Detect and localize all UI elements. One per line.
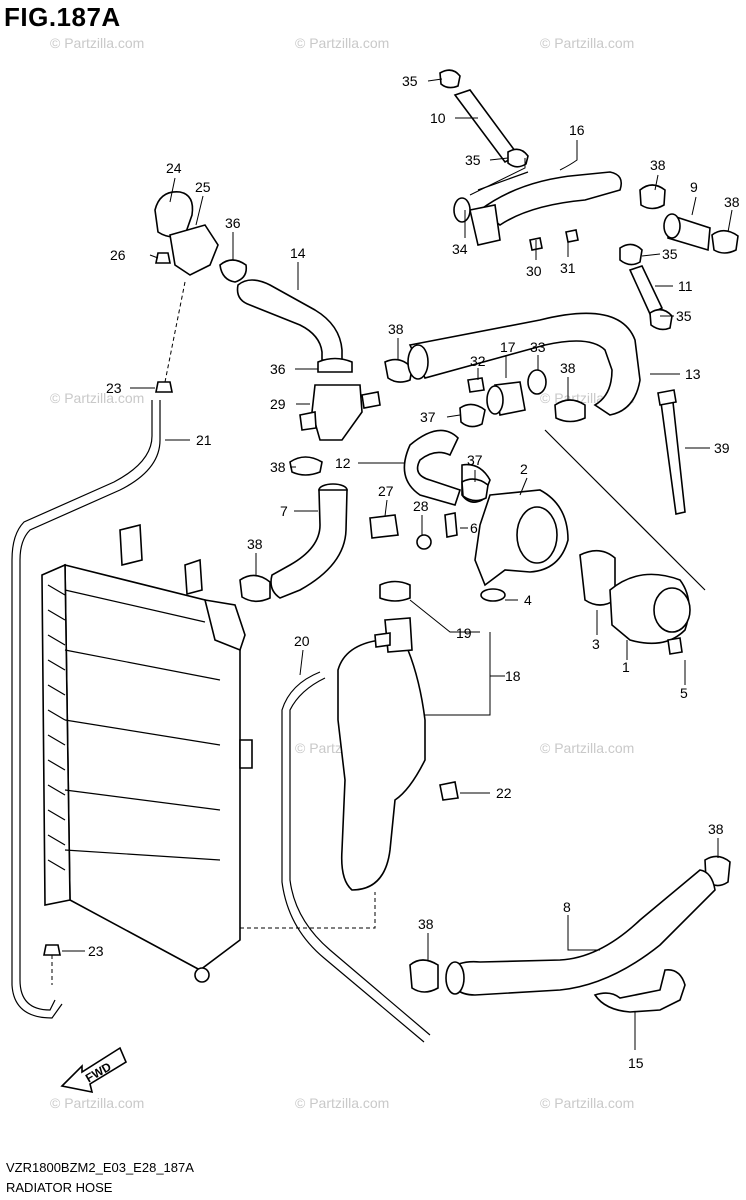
callout-38: 38: [270, 459, 286, 475]
watermark: © Partzilla.com: [540, 35, 635, 51]
upper-hoses: [439, 69, 711, 331]
callout-35: 35: [402, 73, 418, 89]
callout-17: 17: [500, 339, 516, 355]
thermostat-housing: [369, 369, 706, 655]
callout-23: 23: [88, 943, 104, 959]
callout-5: 5: [680, 685, 688, 701]
hose-13: [407, 312, 641, 416]
callout-19: 19: [456, 625, 472, 641]
callout-25: 25: [195, 179, 211, 195]
hose-14: [219, 259, 343, 361]
callout-11: 11: [678, 278, 693, 294]
callout-33: 33: [530, 339, 546, 355]
tie-39: [657, 389, 686, 515]
callout-20: 20: [294, 633, 310, 649]
watermark: © Partzilla.com: [540, 1095, 635, 1111]
radiator-cap-assembly: [149, 191, 219, 276]
callout-12: 12: [335, 455, 351, 471]
callout-22: 22: [496, 785, 512, 801]
callout-27: 27: [378, 483, 394, 499]
reservoir-tank: [240, 580, 459, 1043]
callout-8: 8: [563, 899, 571, 915]
diagram-code: VZR1800BZM2_E03_E28_187A: [6, 1160, 194, 1175]
hose-7: [270, 483, 348, 599]
callout-30: 30: [526, 263, 542, 279]
callout-37: 37: [467, 452, 483, 468]
callout-29: 29: [270, 396, 286, 412]
callout-31: 31: [560, 260, 576, 276]
callout-35: 35: [465, 152, 481, 168]
callout-6: 6: [470, 520, 478, 536]
watermark: © Partzilla.com: [540, 740, 635, 756]
callout-15: 15: [628, 1055, 644, 1071]
callout-24: 24: [166, 160, 182, 176]
watermark: © Partzilla.com: [50, 1095, 145, 1111]
callout-2: 2: [520, 461, 528, 477]
callout-38: 38: [247, 536, 263, 552]
callout-23: 23: [106, 380, 122, 396]
diagram-name: RADIATOR HOSE: [6, 1180, 113, 1195]
leader-lines: [62, 78, 733, 1050]
water-outlet-29: [299, 357, 413, 441]
callout-7: 7: [280, 503, 288, 519]
callout-37: 37: [420, 409, 436, 425]
watermark: © Partzilla.com: [295, 35, 390, 51]
callout-labels: 35 10 16 35 38 9 38 24 25 36 34 30 31 35…: [88, 73, 740, 1071]
callout-26: 26: [110, 247, 126, 263]
callout-35: 35: [662, 246, 678, 262]
figure-title: FIG.187A: [4, 2, 121, 32]
callout-36: 36: [270, 361, 286, 377]
hose-21: [11, 281, 186, 1019]
callout-39: 39: [714, 440, 730, 456]
callout-38: 38: [650, 157, 666, 173]
callout-35: 35: [676, 308, 692, 324]
callout-21: 21: [196, 432, 212, 448]
callout-1: 1: [622, 659, 630, 675]
callout-36: 36: [225, 215, 241, 231]
callout-16: 16: [569, 122, 585, 138]
callout-14: 14: [290, 245, 306, 261]
callout-38: 38: [560, 360, 576, 376]
watermark: © Partzilla.com: [50, 390, 145, 406]
callout-28: 28: [413, 498, 429, 514]
watermark: © Partzilla.com: [295, 1095, 390, 1111]
hose-12: [403, 429, 462, 506]
watermark: © Partzilla.com: [50, 35, 145, 51]
fwd-arrow: FWD: [60, 1046, 128, 1094]
callout-32: 32: [470, 353, 486, 369]
callout-38: 38: [418, 916, 434, 932]
callout-3: 3: [592, 636, 600, 652]
callout-34: 34: [452, 241, 468, 257]
callout-38: 38: [708, 821, 724, 837]
callout-9: 9: [690, 179, 698, 195]
callout-4: 4: [524, 592, 532, 608]
callout-10: 10: [430, 110, 446, 126]
callout-13: 13: [685, 366, 701, 382]
radiator-drawing: [41, 523, 253, 983]
callout-38: 38: [724, 194, 740, 210]
callout-18: 18: [505, 668, 521, 684]
hose-8: [445, 869, 716, 1013]
callout-38: 38: [388, 321, 404, 337]
